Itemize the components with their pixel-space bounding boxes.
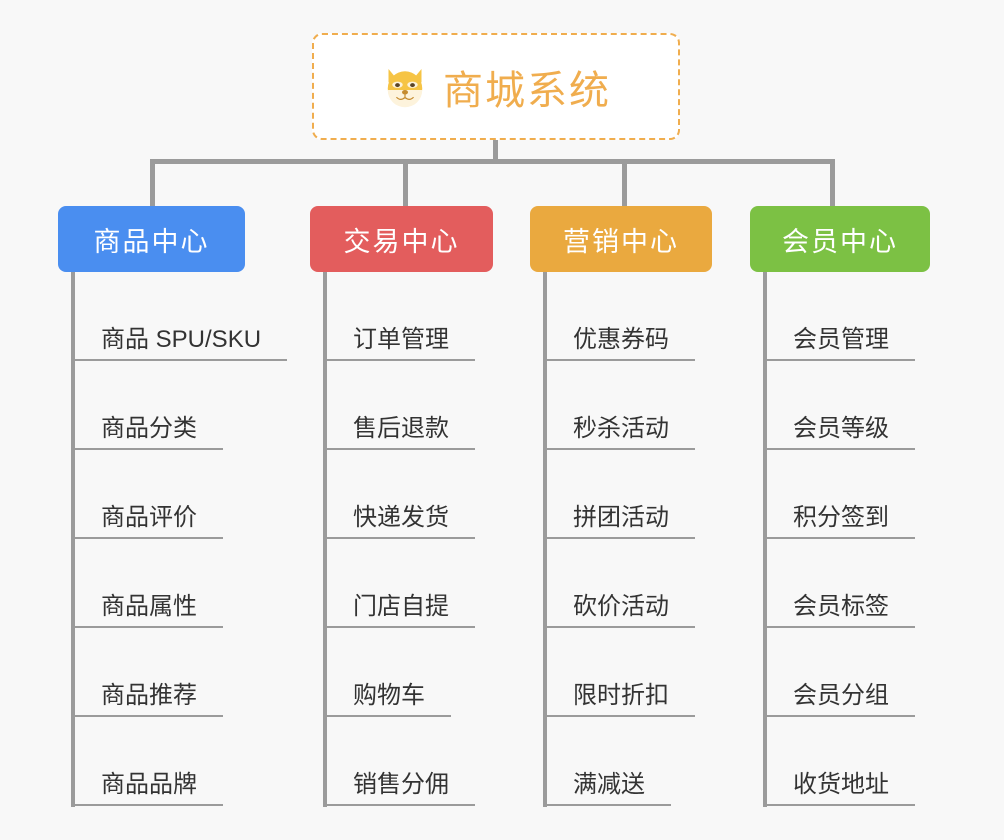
item-label: 积分签到 bbox=[763, 504, 915, 539]
item-label: 售后退款 bbox=[323, 415, 475, 450]
list-item[interactable]: 会员标签 bbox=[763, 539, 915, 628]
list-item[interactable]: 收货地址 bbox=[763, 717, 915, 806]
item-label: 会员分组 bbox=[763, 682, 915, 717]
list-item[interactable]: 商品评价 bbox=[71, 450, 223, 539]
item-label: 满减送 bbox=[543, 771, 671, 806]
category-member-center[interactable]: 会员中心 bbox=[750, 206, 930, 272]
connector-drop-marketing-center bbox=[622, 159, 627, 208]
category-product-center[interactable]: 商品中心 bbox=[58, 206, 245, 272]
category-label: 营销中心 bbox=[563, 226, 679, 257]
item-label: 商品分类 bbox=[71, 415, 223, 450]
item-label: 商品评价 bbox=[71, 504, 223, 539]
item-label: 购物车 bbox=[323, 682, 451, 717]
list-item[interactable]: 商品属性 bbox=[71, 539, 223, 628]
column-trade-center: 交易中心 订单管理 售后退款 快递发货 门店自提 购物车 销售分佣 bbox=[310, 206, 493, 807]
category-label: 交易中心 bbox=[343, 226, 460, 257]
item-label: 商品属性 bbox=[71, 593, 223, 628]
item-label: 砍价活动 bbox=[543, 593, 695, 628]
list-item[interactable]: 门店自提 bbox=[323, 539, 475, 628]
item-label: 优惠券码 bbox=[543, 326, 695, 361]
category-label: 商品中心 bbox=[93, 226, 210, 257]
column-product-center: 商品中心 商品 SPU/SKU 商品分类 商品评价 商品属性 商品推荐 商品品牌 bbox=[58, 206, 288, 807]
list-item[interactable]: 积分签到 bbox=[763, 450, 915, 539]
list-item[interactable]: 会员分组 bbox=[763, 628, 915, 717]
trunk-line-marketing-center bbox=[543, 272, 547, 807]
connector-drop-trade-center bbox=[403, 159, 408, 208]
list-item[interactable]: 商品品牌 bbox=[71, 717, 223, 806]
item-label: 商品品牌 bbox=[71, 771, 223, 806]
item-label: 门店自提 bbox=[323, 593, 475, 628]
connector-root-stem bbox=[493, 140, 498, 161]
list-item[interactable]: 满减送 bbox=[543, 717, 671, 806]
list-item[interactable]: 会员等级 bbox=[763, 361, 915, 450]
trunk-line-product-center bbox=[71, 272, 75, 807]
item-label: 订单管理 bbox=[323, 326, 475, 361]
category-label: 会员中心 bbox=[782, 226, 898, 257]
item-label: 会员等级 bbox=[763, 415, 915, 450]
category-trade-center[interactable]: 交易中心 bbox=[310, 206, 493, 272]
root-node[interactable]: 商城系统 bbox=[312, 33, 680, 140]
list-item[interactable]: 售后退款 bbox=[323, 361, 475, 450]
item-label: 会员管理 bbox=[763, 326, 915, 361]
item-label: 秒杀活动 bbox=[543, 415, 695, 450]
connector-drop-member-center bbox=[830, 159, 835, 208]
list-item[interactable]: 会员管理 bbox=[763, 272, 915, 361]
item-label: 拼团活动 bbox=[543, 504, 695, 539]
trunk-line-member-center bbox=[763, 272, 767, 807]
list-item[interactable]: 限时折扣 bbox=[543, 628, 695, 717]
list-item[interactable]: 商品分类 bbox=[71, 361, 223, 450]
shiba-dog-face-icon bbox=[381, 63, 429, 111]
list-item[interactable]: 购物车 bbox=[323, 628, 451, 717]
item-label: 会员标签 bbox=[763, 593, 915, 628]
category-marketing-center[interactable]: 营销中心 bbox=[530, 206, 712, 272]
root-title: 商城系统 bbox=[443, 68, 611, 113]
list-item[interactable]: 销售分佣 bbox=[323, 717, 475, 806]
trunk-line-trade-center bbox=[323, 272, 327, 807]
list-item[interactable]: 快递发货 bbox=[323, 450, 475, 539]
item-label: 收货地址 bbox=[763, 771, 915, 806]
item-label: 限时折扣 bbox=[543, 682, 695, 717]
list-item[interactable]: 砍价活动 bbox=[543, 539, 695, 628]
item-label: 商品 SPU/SKU bbox=[71, 326, 288, 361]
connector-horizontal-bus bbox=[150, 159, 832, 164]
list-item[interactable]: 订单管理 bbox=[323, 272, 475, 361]
item-label: 商品推荐 bbox=[71, 682, 223, 717]
column-member-center: 会员中心 会员管理 会员等级 积分签到 会员标签 会员分组 收货地址 bbox=[750, 206, 930, 807]
connector-drop-product-center bbox=[150, 159, 155, 208]
item-label: 销售分佣 bbox=[323, 771, 475, 806]
list-item[interactable]: 优惠券码 bbox=[543, 272, 695, 361]
list-item[interactable]: 拼团活动 bbox=[543, 450, 695, 539]
list-item[interactable]: 秒杀活动 bbox=[543, 361, 695, 450]
item-label: 快递发货 bbox=[323, 504, 475, 539]
column-marketing-center: 营销中心 优惠券码 秒杀活动 拼团活动 砍价活动 限时折扣 满减送 bbox=[530, 206, 712, 807]
list-item[interactable]: 商品 SPU/SKU bbox=[71, 272, 288, 361]
list-item[interactable]: 商品推荐 bbox=[71, 628, 223, 717]
